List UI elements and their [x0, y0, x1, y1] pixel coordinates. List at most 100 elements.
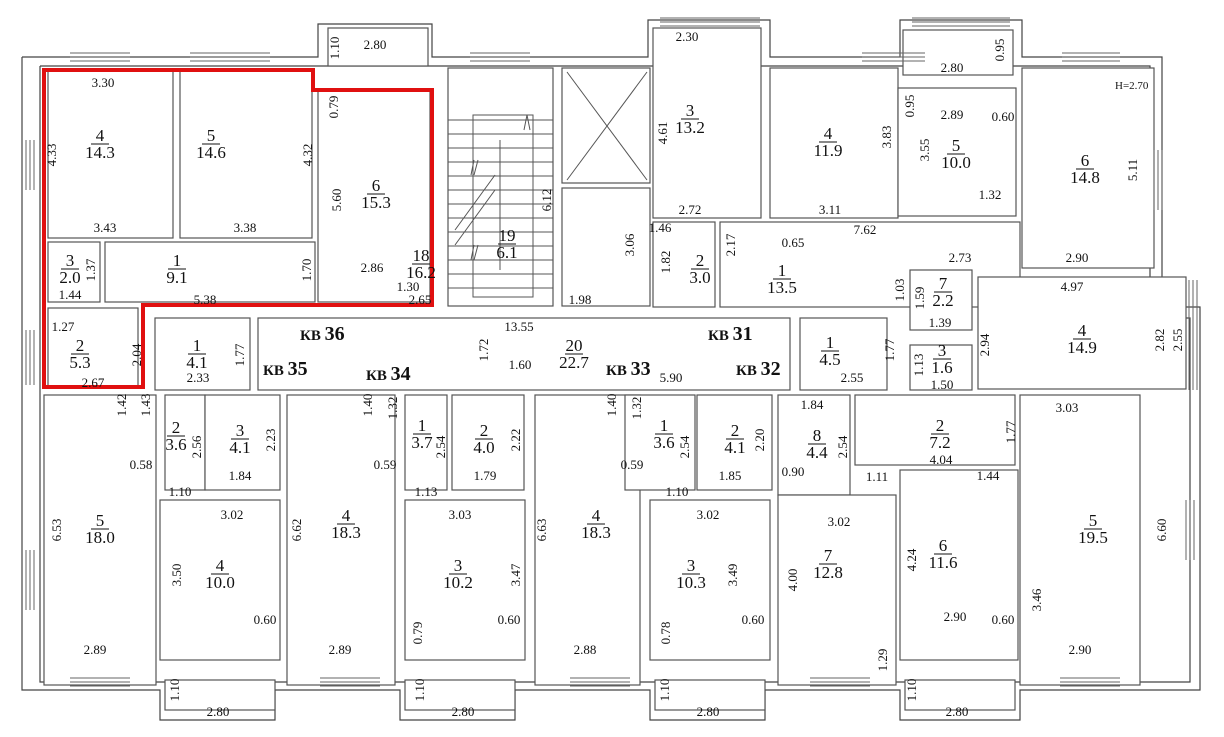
dimension-label: 2.94: [977, 333, 992, 356]
room-label: 410.0: [205, 556, 235, 592]
dimension-label: 0.60: [992, 612, 1015, 627]
dimension-label: 3.43: [94, 220, 117, 235]
room-number: 20: [566, 336, 583, 355]
room-number: 19: [499, 226, 516, 245]
room-number: 18: [413, 246, 430, 265]
room-area: 9.1: [166, 268, 187, 287]
dimension-label: 4.97: [1061, 279, 1084, 294]
room-area: 10.0: [205, 573, 235, 592]
dimension-label: 2.80: [207, 704, 230, 719]
dimension-label: 1.77: [232, 343, 247, 366]
room-number: 4: [1078, 321, 1087, 340]
room-area: 4.4: [806, 443, 828, 462]
dimension-label: 1.72: [476, 339, 491, 362]
room-outline: [257, 317, 791, 391]
room-label: 510.0: [941, 136, 971, 172]
dimension-label: 3.38: [234, 220, 257, 235]
room-area: 14.3: [85, 143, 115, 162]
dimension-label: 2.22: [508, 429, 523, 452]
room-area: 2.0: [59, 268, 80, 287]
room-outline: [696, 394, 773, 491]
room-label: 518.0: [85, 511, 115, 547]
dimension-label: 3.50: [169, 564, 184, 587]
dimension-label: 1.70: [299, 259, 314, 282]
room-area: 10.2: [443, 573, 473, 592]
room-number: 5: [96, 511, 105, 530]
room-outline: [1019, 394, 1141, 686]
dimension-label: 2.72: [679, 202, 702, 217]
room-area: 1.6: [931, 358, 952, 377]
room-area: 3.0: [689, 268, 710, 287]
windows: [25, 17, 1198, 687]
room-number: 6: [372, 176, 381, 195]
room-number: 5: [207, 126, 216, 145]
room-area: 14.9: [1067, 338, 1097, 357]
apartment-label[interactable]: КВ 35: [263, 358, 308, 380]
room-area: 2.2: [932, 291, 953, 310]
room-number: 3: [686, 101, 695, 120]
room-outline: [624, 394, 696, 491]
room-outline: [47, 307, 139, 387]
room-area: 5.3: [69, 353, 90, 372]
dimension-label: 1.82: [658, 251, 673, 274]
dimension-label: 4.24: [904, 548, 919, 571]
dimension-label: 3.03: [449, 507, 472, 522]
room-outlines: [43, 27, 1187, 711]
room-number: 3: [687, 556, 696, 575]
dimension-label: 5.11: [1125, 159, 1140, 181]
dimension-label: 4.33: [44, 144, 59, 167]
dimension-label: 0.60: [992, 109, 1015, 124]
room-number: 2: [696, 251, 705, 270]
room-outline: [899, 469, 1019, 661]
room-area: 4.1: [724, 438, 745, 457]
dimension-label: 2.80: [941, 60, 964, 75]
dimension-label: 0.79: [410, 622, 425, 645]
dimension-label: 1.37: [83, 258, 98, 281]
dimension-label: 1.10: [169, 484, 192, 499]
dimension-label: 1.44: [977, 468, 1000, 483]
apartment-label[interactable]: КВ 34: [366, 363, 411, 385]
dimension-label: 1.32: [385, 397, 400, 420]
room-number: 4: [216, 556, 225, 575]
dimension-label: 2.86: [361, 260, 384, 275]
dimension-label: 1.10: [412, 679, 427, 702]
dimension-label: 2.55: [841, 370, 864, 385]
dimension-label: 1.85: [719, 468, 742, 483]
dimension-label: 3.30: [92, 75, 115, 90]
dimension-label: 2.54: [677, 435, 692, 458]
dimension-label: 2.55: [1170, 329, 1185, 352]
room-number: 2: [480, 421, 489, 440]
dimension-label: 2.30: [676, 29, 699, 44]
dimension-label: 1.40: [360, 394, 375, 417]
apartment-label[interactable]: КВ 36: [300, 323, 345, 345]
dimension-label: 3.02: [221, 507, 244, 522]
dimension-label: 2.20: [752, 429, 767, 452]
room-outline: [159, 499, 281, 661]
room-label: 310.3: [676, 556, 706, 592]
selected-apartment-outline[interactable]: [42, 68, 434, 389]
dimension-label: 2.56: [189, 435, 204, 458]
room-area: 3.6: [165, 435, 186, 454]
room-area: 3.7: [411, 433, 433, 452]
dimension-label: 1.10: [327, 37, 342, 60]
dimension-label: 2.17: [723, 233, 738, 256]
room-number: 3: [454, 556, 463, 575]
room-outline: [43, 394, 157, 686]
room-area: 4.1: [229, 438, 250, 457]
dimension-label: 1.60: [509, 357, 532, 372]
dimension-label: 6.62: [289, 519, 304, 542]
dimension-label: 1.98: [569, 292, 592, 307]
room-outline: [1021, 67, 1155, 269]
apartment-label[interactable]: КВ 33: [606, 358, 651, 380]
dimension-label: 1.79: [474, 468, 497, 483]
room-number: 3: [938, 341, 947, 360]
apartment-label[interactable]: КВ 31: [708, 323, 753, 345]
room-label: 196.1: [496, 226, 517, 262]
dimension-label: 1.77: [882, 338, 897, 361]
dimension-label: 1.30: [397, 279, 420, 294]
room-outline: [561, 187, 651, 307]
dimension-label: 1.84: [229, 468, 252, 483]
apartment-label[interactable]: КВ 32: [736, 358, 781, 380]
room-area: 6.1: [496, 243, 517, 262]
outer-wall: [21, 19, 1201, 721]
